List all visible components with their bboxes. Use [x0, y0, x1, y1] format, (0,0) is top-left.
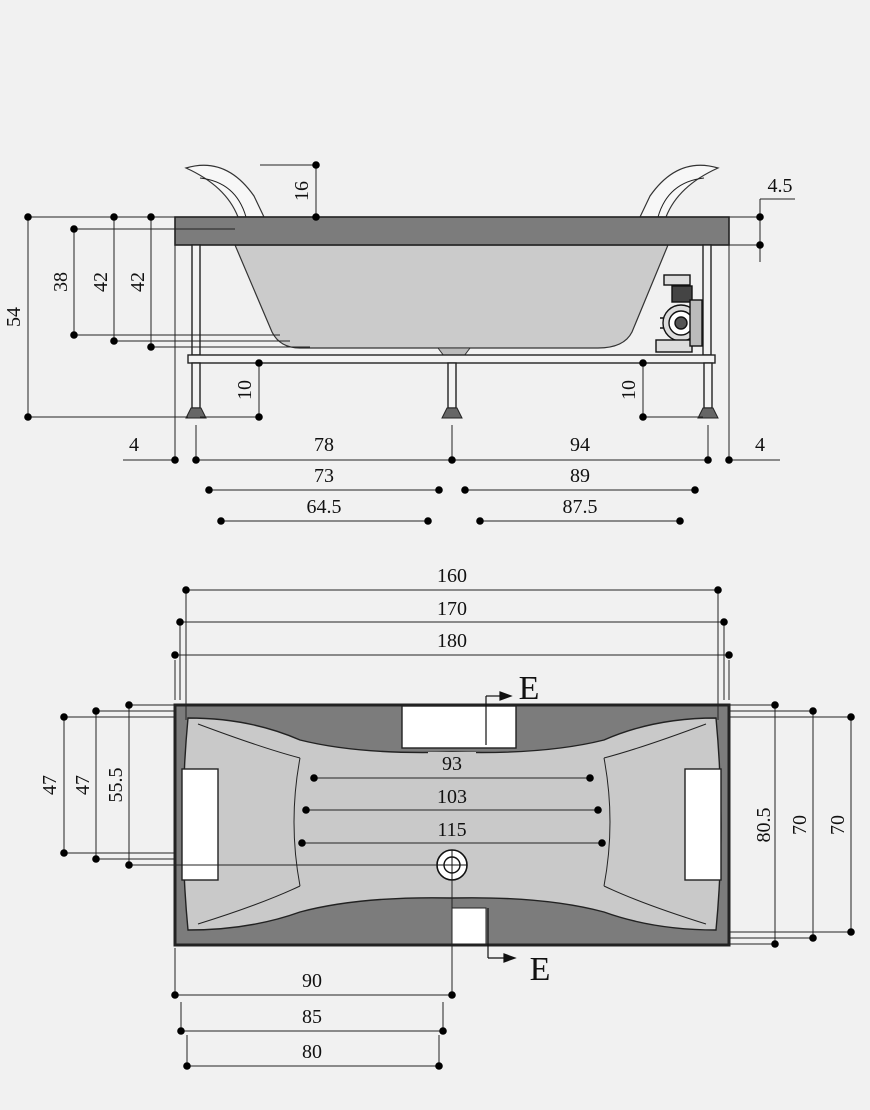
overflow-panel — [401, 705, 517, 749]
label-span-left-1: 78 — [314, 434, 334, 456]
label-drain-3: 80 — [302, 1041, 322, 1063]
label-span-right-1: 94 — [570, 434, 590, 456]
label-rim-thickness: 4.5 — [768, 175, 793, 197]
label-width-right-3: 70 — [827, 815, 849, 835]
section-arrow-top — [485, 691, 513, 745]
label-headrest-height: 16 — [291, 181, 313, 201]
label-inner-2: 103 — [437, 786, 467, 808]
label-length-3: 180 — [437, 630, 467, 652]
pump-icon — [655, 274, 703, 353]
section-label-bottom: E — [530, 951, 551, 988]
top-dimension-lines — [63, 589, 852, 1067]
side-dimension-dots — [24, 161, 764, 525]
label-width-left-2: 47 — [72, 775, 94, 795]
label-length-1: 160 — [437, 565, 467, 587]
label-overhang-right: 4 — [755, 434, 765, 456]
label-span-right-3: 87.5 — [563, 496, 598, 518]
left-headrest — [184, 164, 265, 218]
label-span-left-2: 73 — [314, 465, 334, 487]
label-overhang-left: 4 — [129, 434, 139, 456]
label-leg-height-right: 10 — [618, 380, 640, 400]
label-width-right-2: 70 — [789, 815, 811, 835]
label-span-left-3: 64.5 — [307, 496, 342, 518]
right-headrest-pad — [684, 768, 722, 881]
label-width-right-1: 80.5 — [753, 808, 775, 843]
label-inner-depth: 38 — [50, 272, 72, 292]
front-notch — [451, 907, 487, 945]
label-span-right-2: 89 — [570, 465, 590, 487]
left-headrest-pad — [181, 768, 219, 881]
section-arrow-bottom — [487, 908, 517, 963]
label-leg-height-left: 10 — [234, 380, 256, 400]
label-inner-3: 115 — [437, 819, 466, 841]
drain-icon — [436, 849, 468, 881]
label-drain-2: 85 — [302, 1006, 322, 1028]
label-total-height: 54 — [3, 307, 25, 327]
side-basin — [234, 244, 669, 349]
side-feet — [185, 407, 719, 419]
label-inner-1: 93 — [442, 753, 462, 775]
top-view: E E — [39, 565, 855, 1070]
label-width-left-3: 55.5 — [105, 768, 127, 803]
side-rim — [174, 216, 730, 246]
section-label-top: E — [519, 670, 540, 707]
label-drain-1: 90 — [302, 970, 322, 992]
side-view: 4.5 16 54 38 42 42 10 10 4 4 78 73 64.5 … — [3, 161, 795, 525]
label-depth-left-2: 42 — [127, 272, 149, 292]
label-length-2: 170 — [437, 598, 467, 620]
right-headrest — [639, 164, 720, 218]
label-width-left-1: 47 — [39, 775, 61, 795]
label-depth-left-1: 42 — [90, 272, 112, 292]
side-frame — [187, 244, 716, 409]
side-dimension-lines — [27, 164, 795, 522]
top-dimension-dots — [60, 586, 855, 1070]
